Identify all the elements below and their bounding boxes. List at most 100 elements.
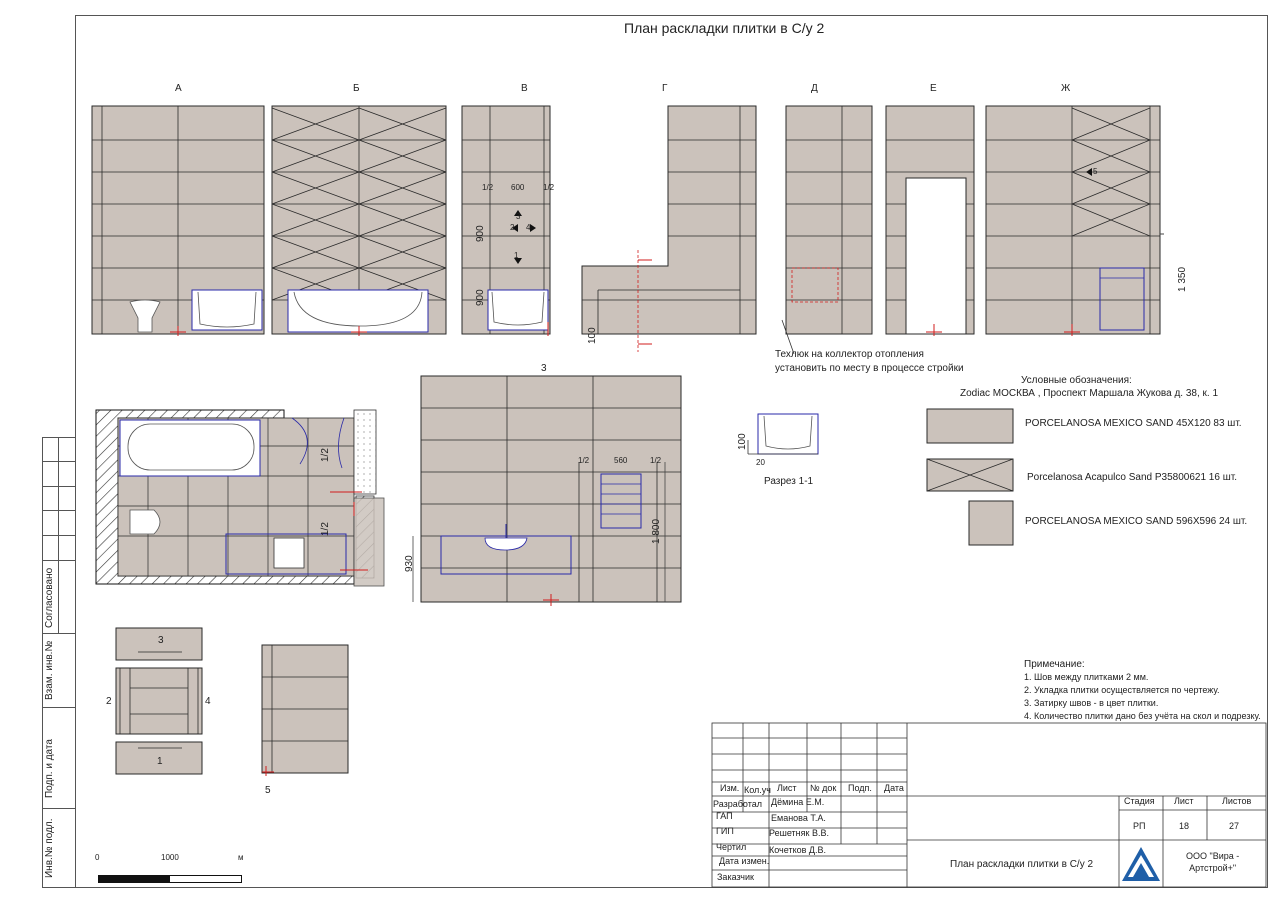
plan-dim-half-2: 1/2 [320,522,331,536]
drawing-frame [75,15,1268,888]
leader-line [781,319,795,355]
dim-height-900-upper: 900 [475,225,486,242]
scale-zero: 0 [95,853,100,862]
dim-bottom-100: 100 [587,327,598,344]
side-stamp-rule-1 [42,633,75,634]
elevation-label-d: Д [811,83,818,94]
wall3-dim-vanity-930: 930 [404,555,415,572]
title-block-grid [711,722,1267,888]
box-5-drawing [261,644,349,776]
tb-drawing-title: План раскладки плитки в С/у 2 [950,859,1094,870]
wall-elevation-g [581,105,757,352]
elevation-label-g: Г [662,83,668,94]
tb-name-1: Еманова Т.А. [771,813,826,823]
wall-elevation-e [885,105,975,336]
tb-sheet-label: Лист [1174,796,1194,806]
wall-elevation-v [461,105,551,336]
scale-mid: 1000 [161,853,179,862]
side-stamp-rule-5 [42,486,75,487]
marker-1: 1 [514,251,519,260]
page-title: План раскладки плитки в С/у 2 [624,20,825,36]
hatch-note-line1: Техлюк на коллектор отопления [775,349,924,360]
wall-3-label: 3 [541,363,547,374]
dim-height-900-lower: 900 [475,289,486,306]
niche-label-4: 4 [205,696,211,707]
tb-role-2: ГИП [716,826,734,836]
tb-role-5: Заказчик [717,872,754,882]
tb-header-kol: Кол.уч [744,785,771,795]
side-stamp-rule-8 [42,560,75,561]
legend-address: Zodiac МОСКВА , Проспект Маршала Жукова … [960,388,1219,399]
tb-header-doc: № док [810,783,837,793]
tb-company: ООО "Вира - Артстрой+" [1186,851,1240,873]
tb-header-sign: Подп. [848,783,872,793]
box-5-label: 5 [265,785,271,796]
tb-sheets-label: Листов [1222,796,1252,806]
plan-dim-half-1: 1/2 [320,448,331,462]
niche-label-3: 3 [158,635,164,646]
tb-role-3: Чертил [716,842,747,852]
section-dim-20: 20 [756,458,765,467]
company-logo-icon [1122,847,1160,881]
section-dim-100: 100 [737,433,748,450]
elevation-label-v: В [521,83,528,94]
marker-4: 4 [526,223,531,232]
elevation-label-b: Б [353,83,360,94]
tb-header-date: Дата [884,783,904,793]
wall-elevation-d [785,105,873,335]
hatch-note-line2: установить по месту в процессе стройки [775,363,964,374]
legend-item-3: PORCELANOSA MEXICO SAND 596X596 24 шт. [1025,516,1248,527]
wall-elevation-b [271,105,447,336]
side-stamp-rule-4 [42,461,75,462]
legend-swatch-mexico-45x120 [926,408,1014,444]
niche-label-1: 1 [157,756,163,767]
side-stamp-replace-inv: Взам. инв.№ [44,640,55,700]
floor-plan [95,409,385,587]
side-stamp [42,437,76,888]
wall3-dim-height-1800: 1 800 [651,518,662,544]
side-stamp-rule-7 [42,535,75,536]
side-stamp-sign-date: Подп. и дата [44,739,55,798]
niche-label-2: 2 [106,696,112,707]
side-stamp-agreed: Согласовано [44,567,55,628]
marker-3: 3 [516,212,521,221]
legend-swatch-mexico-596 [968,500,1014,546]
wall3-dim-tile-560: 560 [614,456,628,465]
tb-sheet: 18 [1179,821,1190,831]
wall3-dim-half-right: 1/2 [650,456,662,465]
tb-header-izm: Изм. [720,783,740,793]
legend-item-2: Porcelanosa Acapulco Sand P35800621 16 ш… [1027,472,1237,483]
note-item-3: 3. Затирку швов - в цвет плитки. [1024,698,1159,708]
scale-unit: м [238,853,244,862]
dim-tile-600: 600 [511,183,525,192]
dim-half-left: 1/2 [482,183,494,192]
section-label: Разрез 1-1 [764,476,814,487]
marker-5: 5 [1093,167,1098,176]
legend-item-1: PORCELANOSA MEXICO SAND 45X120 83 шт. [1025,418,1242,429]
tb-role-0: Разработал [713,799,762,809]
note-item-4: 4. Количество плитки дано без учёта на с… [1024,711,1261,721]
scale-bar [98,875,242,883]
elevation-label-zh: Ж [1061,83,1071,94]
side-stamp-rule-2 [42,707,75,708]
side-stamp-inv-orig: Инв.№ подл. [44,818,55,878]
tb-name-2: Решетняк В.В. [769,828,829,838]
dim-height-1350: 1 350 [1177,266,1188,292]
legend-heading: Условные обозначения: [1021,375,1132,386]
tb-stage: РП [1133,821,1146,831]
note-item-2: 2. Укладка плитки осуществляется по черт… [1024,685,1220,695]
dim-half-right: 1/2 [543,183,555,192]
wall-elevation-a [91,105,265,336]
legend-swatch-acapulco [926,458,1014,492]
tb-role-4: Дата измен. [719,856,770,866]
tb-role-1: ГАП [716,811,733,821]
tb-sheets: 27 [1229,821,1240,831]
side-stamp-rule-6 [42,510,75,511]
tb-name-0: Дёмина Е.М. [771,797,825,807]
marker-2: 2 [510,223,515,232]
elevation-label-e: Е [930,83,937,94]
tb-stage-label: Стадия [1124,796,1155,806]
section-1-1 [747,413,819,455]
wall-elevation-3 [412,375,682,606]
niche-drawing [115,627,203,775]
